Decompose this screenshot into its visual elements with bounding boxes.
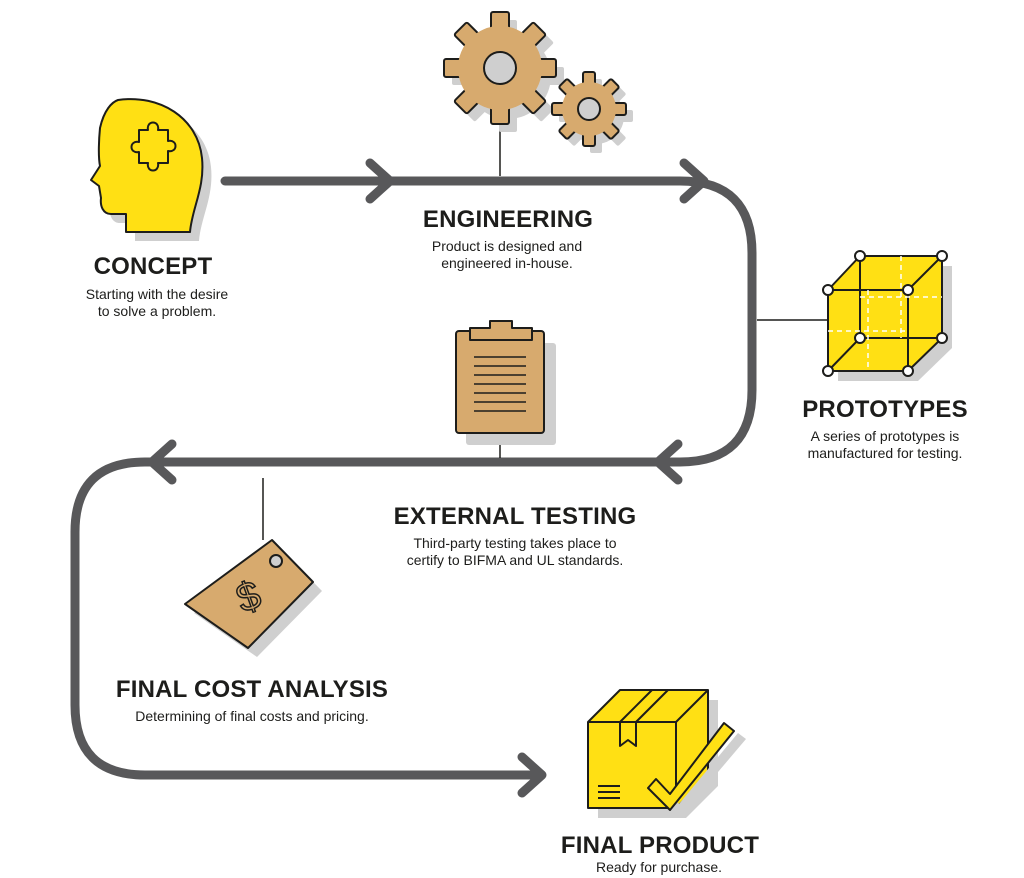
stage-desc-final-cost-analysis-line-1: Determining of final costs and pricing. bbox=[135, 708, 368, 724]
clipboard-icon bbox=[455, 320, 556, 445]
stage-desc-prototypes-line-1: A series of prototypes is bbox=[811, 428, 960, 444]
stage-desc-prototypes-line-2: manufactured for testing. bbox=[808, 445, 963, 461]
flow-arrow-head-3 bbox=[653, 439, 683, 485]
stage-title-prototypes: PROTOTYPES bbox=[802, 396, 968, 423]
stage-title-engineering: ENGINEERING bbox=[423, 206, 593, 233]
puzzle-piece-icon bbox=[130, 121, 177, 172]
stage-engineering: ENGINEERING Product is designed and engi… bbox=[423, 206, 593, 271]
stage-title-concept: CONCEPT bbox=[94, 253, 213, 280]
stage-final-product: FINAL PRODUCT Ready for purchase. bbox=[561, 832, 759, 875]
stage-desc-final-product-line-1: Ready for purchase. bbox=[596, 859, 722, 875]
stage-external-testing: EXTERNAL TESTING Third-party testing tak… bbox=[394, 503, 637, 568]
stage-concept: CONCEPT Starting with the desire to solv… bbox=[86, 253, 229, 319]
stage-prototypes: PROTOTYPES A series of prototypes is man… bbox=[802, 396, 968, 461]
price-tag-icon: $ bbox=[184, 539, 322, 657]
flow-path-line bbox=[70, 176, 757, 780]
stage-desc-concept-line-2: to solve a problem. bbox=[98, 303, 216, 319]
gears-icon bbox=[443, 11, 633, 153]
stage-final-cost-analysis: FINAL COST ANALYSIS Determining of final… bbox=[116, 676, 388, 724]
wireframe-cube-icon bbox=[822, 250, 952, 381]
flow-path bbox=[70, 158, 757, 798]
head-puzzle-icon bbox=[90, 98, 212, 242]
stage-desc-engineering-line-2: engineered in-house. bbox=[441, 255, 573, 271]
stage-desc-external-testing-line-1: Third-party testing takes place to bbox=[413, 535, 616, 551]
flow-arrow-head-2 bbox=[679, 158, 709, 204]
stage-title-external-testing: EXTERNAL TESTING bbox=[394, 503, 637, 530]
stage-desc-engineering-line-1: Product is designed and bbox=[432, 238, 582, 254]
stage-desc-external-testing-line-2: certify to BIFMA and UL standards. bbox=[407, 552, 624, 568]
stage-title-final-cost-analysis: FINAL COST ANALYSIS bbox=[116, 676, 388, 703]
stage-title-final-product: FINAL PRODUCT bbox=[561, 832, 759, 859]
stage-desc-concept-line-1: Starting with the desire bbox=[86, 286, 229, 302]
box-checkmark-icon bbox=[587, 689, 746, 818]
flow-arrow-head-5 bbox=[517, 752, 547, 798]
flow-arrow-head-4 bbox=[147, 439, 177, 485]
flow-arrow-head-1 bbox=[365, 158, 395, 204]
